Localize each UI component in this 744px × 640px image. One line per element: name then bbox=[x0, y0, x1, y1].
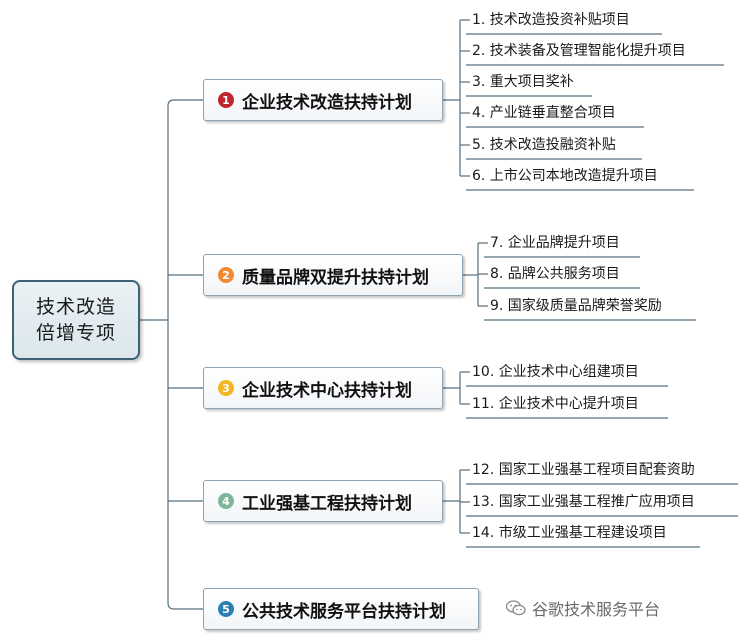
branch-number-badge: 3 bbox=[218, 380, 234, 396]
leaf-item: 1. 技术改造投资补贴项目 bbox=[472, 12, 630, 28]
branch-node: 3 企业技术中心扶持计划 bbox=[203, 367, 443, 409]
branch-node-label: 企业技术改造扶持计划 bbox=[242, 92, 412, 113]
branch-number-badge: 4 bbox=[218, 493, 234, 509]
branch-connector bbox=[167, 602, 203, 610]
leaf-item: 4. 产业链垂直整合项目 bbox=[472, 105, 616, 121]
leaf-item: 5. 技术改造投融资补贴 bbox=[472, 137, 616, 153]
root-node: 技术改造倍增专项 bbox=[12, 280, 140, 360]
branch-node-label: 质量品牌双提升扶持计划 bbox=[242, 267, 429, 288]
branch-number-badge: 5 bbox=[218, 601, 234, 617]
branch-node: 1 企业技术改造扶持计划 bbox=[203, 79, 443, 121]
branch-node: 2 质量品牌双提升扶持计划 bbox=[203, 254, 463, 296]
leaf-item: 8. 品牌公共服务项目 bbox=[490, 266, 620, 282]
leaf-item: 6. 上市公司本地改造提升项目 bbox=[472, 168, 658, 184]
watermark-text: 谷歌技术服务平台 bbox=[532, 600, 661, 619]
branch-connector bbox=[167, 99, 203, 107]
leaf-item: 13. 国家工业强基工程推广应用项目 bbox=[472, 494, 695, 510]
branch-node-label: 公共技术服务平台扶持计划 bbox=[242, 601, 446, 622]
leaf-item: 3. 重大项目奖补 bbox=[472, 74, 574, 90]
leaf-item: 9. 国家级质量品牌荣誉奖励 bbox=[490, 298, 662, 314]
branch-node-label: 工业强基工程扶持计划 bbox=[242, 493, 412, 514]
leaf-item: 10. 企业技术中心组建项目 bbox=[472, 364, 639, 380]
branch-number-badge: 2 bbox=[218, 267, 234, 283]
leaf-item: 2. 技术装备及管理智能化提升项目 bbox=[472, 43, 686, 59]
leaf-item: 14. 市级工业强基工程建设项目 bbox=[472, 525, 667, 541]
branch-number-badge: 1 bbox=[218, 92, 234, 108]
branch-node: 5 公共技术服务平台扶持计划 bbox=[203, 588, 479, 630]
leaf-item: 12. 国家工业强基工程项目配套资助 bbox=[472, 462, 695, 478]
leaf-item: 11. 企业技术中心提升项目 bbox=[472, 396, 639, 412]
watermark: 谷歌技术服务平台 bbox=[505, 594, 738, 622]
wechat-icon bbox=[505, 600, 526, 616]
branch-node-label: 企业技术中心扶持计划 bbox=[242, 380, 412, 401]
branch-node: 4 工业强基工程扶持计划 bbox=[203, 480, 443, 522]
root-node-label: 技术改造倍增专项 bbox=[35, 296, 116, 344]
leaf-item: 7. 企业品牌提升项目 bbox=[490, 235, 620, 251]
